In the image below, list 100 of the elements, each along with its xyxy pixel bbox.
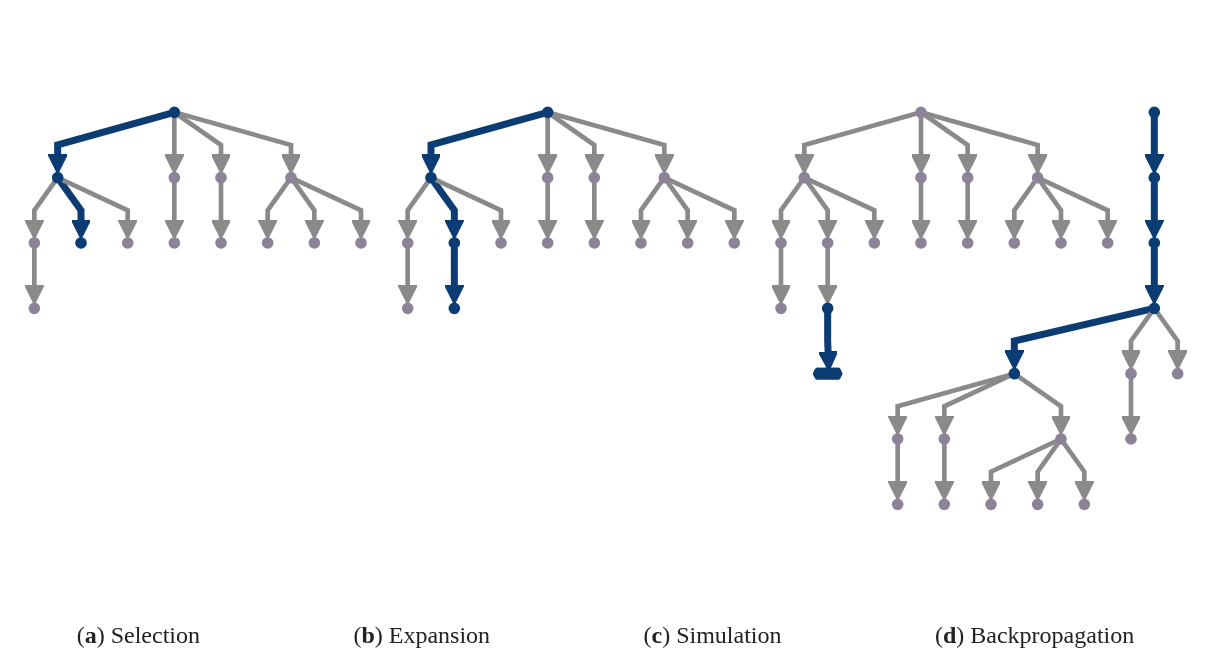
node-circle: [284, 171, 297, 184]
arrow: [60, 177, 138, 239]
panel-caption: (c) Simulation: [643, 622, 782, 649]
arrow: [1143, 116, 1165, 174]
arrow: [163, 116, 185, 174]
arrow: [667, 177, 745, 239]
arrow: [536, 116, 558, 174]
node-circle: [541, 106, 553, 118]
arrow: [46, 109, 171, 174]
arrow: [1026, 441, 1060, 501]
arrow: [210, 182, 231, 239]
node-circle: [214, 171, 227, 184]
arrow: [980, 438, 1058, 501]
node-circle: [261, 236, 273, 249]
node-circle: [961, 236, 973, 249]
arrow: [1061, 441, 1095, 501]
node-circle: [1124, 367, 1137, 380]
node-circle: [448, 236, 460, 249]
arrow: [23, 179, 57, 239]
arrow: [910, 116, 931, 174]
node-circle: [1008, 236, 1020, 249]
node-circle: [588, 236, 600, 249]
arrow: [1037, 179, 1071, 239]
node-circle: [1171, 367, 1183, 380]
node-circle: [658, 171, 670, 184]
node-circle: [308, 236, 320, 249]
node-circle: [821, 302, 833, 314]
node-circle: [541, 236, 553, 249]
arrow: [807, 177, 885, 239]
node-circle: [798, 171, 810, 184]
arrow: [770, 179, 803, 239]
node-circle: [774, 236, 787, 249]
arrow: [793, 111, 917, 174]
arrow: [163, 182, 185, 239]
node-circle: [961, 171, 973, 184]
node-circle: [51, 171, 63, 184]
arrow: [57, 179, 91, 239]
arrow: [430, 179, 465, 239]
arrow: [1120, 378, 1141, 435]
arrow: [1120, 310, 1153, 370]
node-circle: [891, 432, 903, 445]
node-circle: [401, 236, 413, 249]
node-circle: [1031, 498, 1043, 510]
node-circle: [401, 302, 413, 314]
node-circle: [541, 171, 553, 184]
node-circle: [354, 236, 367, 249]
node-circle: [1124, 432, 1137, 445]
arrow: [804, 179, 838, 239]
node-circle: [494, 236, 507, 249]
node-circle: [1054, 236, 1067, 249]
arrow: [1143, 247, 1165, 305]
node-circle: [168, 236, 180, 249]
arrow: [293, 177, 371, 239]
node-circle: [868, 236, 880, 249]
node-circle: [1031, 171, 1043, 184]
node-circle: [28, 302, 40, 314]
arrow: [886, 372, 1010, 435]
arrow: [396, 179, 430, 239]
node-circle: [1148, 106, 1160, 118]
node-circle: [728, 236, 740, 249]
node-circle: [1008, 367, 1020, 380]
arrow: [583, 182, 605, 239]
arrow: [1003, 305, 1151, 370]
node-circle: [1101, 236, 1113, 249]
arrow: [910, 182, 931, 239]
node-circle: [1054, 432, 1067, 445]
node-circle: [914, 106, 927, 118]
node-circle: [634, 236, 647, 249]
node-circle: [1078, 498, 1090, 510]
node-circle: [984, 498, 997, 510]
arrow: [1154, 310, 1188, 370]
arrow: [177, 111, 301, 174]
arrow: [1143, 182, 1165, 239]
arrow: [956, 182, 978, 239]
arrow: [770, 247, 791, 305]
node-circle: [74, 236, 87, 249]
arrow: [817, 312, 838, 371]
node-circle: [938, 432, 950, 445]
arrow: [1003, 179, 1037, 239]
node-circle: [168, 106, 180, 118]
node-circle: [1148, 236, 1160, 249]
arrow: [933, 443, 955, 501]
node-circle: [168, 171, 180, 184]
node-circle: [1148, 302, 1160, 314]
node-circle: [774, 302, 787, 314]
node-circle: [424, 171, 437, 184]
arrow: [664, 179, 698, 239]
node-circle: [214, 236, 227, 249]
panel-caption: (a) Selection: [76, 622, 200, 649]
arrow: [396, 247, 418, 305]
arrow: [420, 109, 544, 174]
node-circle: [938, 498, 950, 510]
node-circle: [914, 236, 927, 249]
node-circle: [121, 236, 133, 249]
arrow: [1016, 374, 1071, 435]
arrow: [291, 179, 325, 239]
node-circle: [891, 498, 903, 510]
node-circle: [821, 236, 833, 249]
panel-caption: (b) Expansion: [353, 622, 491, 649]
arrow: [886, 443, 908, 501]
